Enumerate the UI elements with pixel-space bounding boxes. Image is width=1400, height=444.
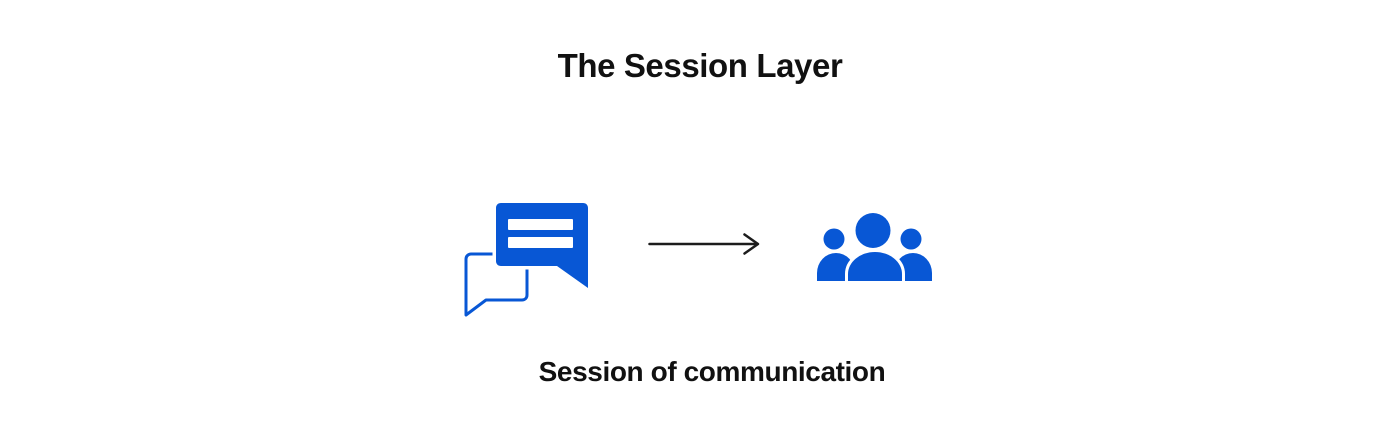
center-person-head — [855, 213, 891, 248]
bubble-text-line-2 — [508, 237, 573, 248]
people-group-icon — [817, 213, 932, 281]
diagram-caption: Session of communication — [538, 356, 886, 387]
center-person-body — [848, 252, 902, 281]
chat-bubbles-icon — [464, 200, 592, 317]
diagram-title: The Session Layer — [557, 47, 843, 84]
arrow-right-icon — [648, 233, 760, 255]
left-person-head — [823, 228, 845, 250]
bubble-text-line-1 — [508, 219, 573, 230]
arrow-head — [743, 233, 760, 255]
right-person-head — [900, 228, 922, 250]
